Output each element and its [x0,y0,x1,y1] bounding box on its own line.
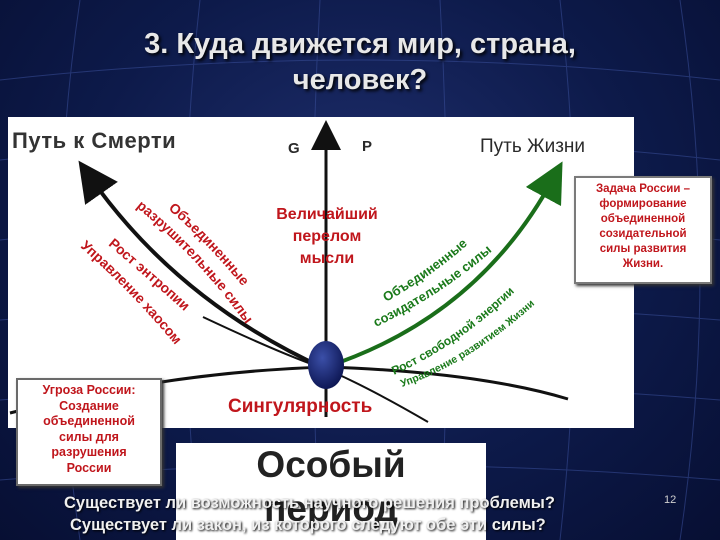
special-period-box: Особый период [176,443,486,540]
life-path-title: Путь Жизни [480,136,586,157]
page-number: 12 [664,494,677,506]
special-line-2: период [264,488,398,529]
axis-g-label: G [288,140,300,157]
death-path-title: Путь к Смерти [12,128,177,153]
question-1: Существует ли возможность научного решен… [64,494,555,512]
special-line-1: Особый [256,444,406,485]
life-path-arrow [325,161,563,369]
goal-line-5: силы развития [599,243,687,255]
axis-p-label: P [362,138,373,155]
goal-line-1: Задача России – [595,183,691,195]
threat-line-1: Угроза России: [42,383,136,397]
right-curve-label-4: Управление развитием Жизни [399,298,537,390]
curve-labels: Объединенные разрушительные силы Рост эн… [78,197,537,390]
slide-title: 3. Куда движется мир, страна, человек? [40,26,680,98]
break-line-1: Величайший [276,206,378,223]
great-break-label: Величайший перелом мысли [262,204,392,270]
question-2: Существует ли закон, из которого следуют… [70,516,546,534]
russia-threat-box: Угроза России: Создание объединенной сил… [16,378,162,486]
threat-line-3: объединенной [43,414,135,428]
singularity-label: Сингулярность [228,396,373,417]
goal-line-2: формирование [599,198,687,210]
singularity-node [308,341,344,389]
goal-line-4: созидательной [599,228,687,240]
goal-line-6: Жизни. [622,258,664,270]
threat-line-6: России [66,460,112,475]
threat-line-4: силы для [59,429,119,444]
death-path-arrow [78,160,327,371]
break-line-3: мысли [299,250,355,267]
title-line-2: человек? [292,64,428,96]
russia-goal-box: Задача России – формирование объединенно… [574,176,712,284]
title-line-1: 3. Куда движется мир, страна, [144,28,576,60]
goal-line-3: объединенной [600,213,686,225]
threat-line-5: разрушения [51,445,127,459]
threat-line-2: Создание [59,398,119,413]
break-line-2: перелом [292,228,362,245]
